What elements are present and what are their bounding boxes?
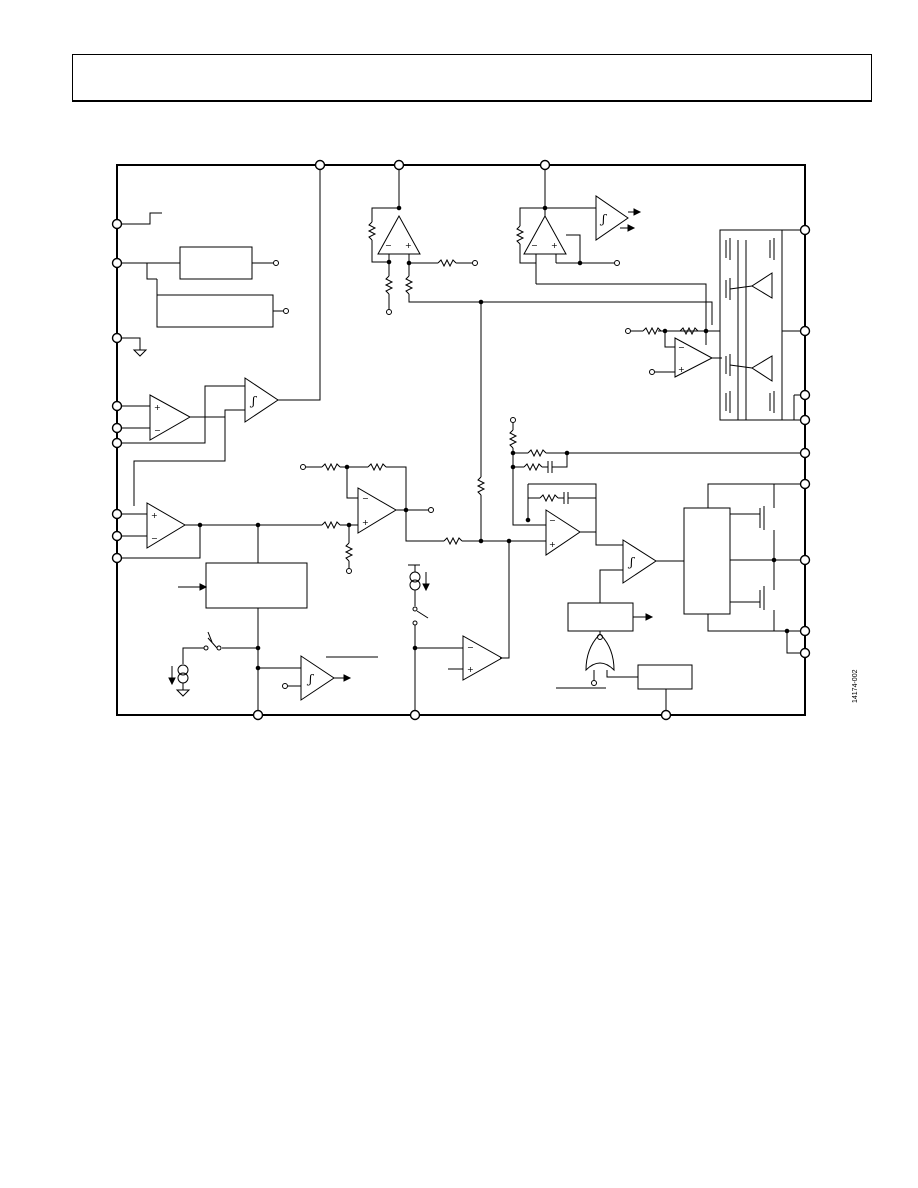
opamp-7 [545, 509, 581, 556]
driver-1 [751, 272, 773, 299]
pin-left-1 [111, 218, 123, 230]
svg-text:+: + [362, 518, 369, 527]
opamp-2 [146, 502, 186, 549]
pin-right-8 [799, 625, 811, 637]
opamp-3 [357, 487, 397, 534]
svg-text:−: − [467, 643, 474, 652]
opamp-6 [674, 337, 714, 378]
svg-text:+: + [467, 665, 474, 674]
svg-text:ʃ: ʃ [627, 555, 636, 569]
block-b [156, 294, 274, 328]
pin-bottom-3 [660, 709, 672, 721]
block-c [205, 562, 308, 609]
pin-left-2 [111, 257, 123, 269]
svg-text:ʃ: ʃ [249, 394, 258, 408]
block-a [179, 246, 253, 280]
pin-right-3 [799, 389, 811, 401]
pin-bottom-2 [409, 709, 421, 721]
opamp-1 [149, 394, 192, 441]
svg-text:−: − [531, 241, 538, 250]
pin-left-6 [111, 437, 123, 449]
opamp-4 [377, 214, 421, 255]
pin-top-3 [539, 159, 551, 171]
pin-right-1 [799, 224, 811, 236]
pin-left-9 [111, 552, 123, 564]
pin-right-6 [799, 478, 811, 490]
pin-top-1 [314, 159, 326, 171]
pin-top-2 [393, 159, 405, 171]
pin-left-5 [111, 422, 123, 434]
pin-right-2 [799, 325, 811, 337]
svg-text:+: + [549, 540, 556, 549]
pin-bottom-1 [252, 709, 264, 721]
pin-right-9 [799, 647, 811, 659]
pin-right-7 [799, 554, 811, 566]
svg-text:−: − [385, 241, 392, 250]
svg-text:ʃ: ʃ [599, 212, 608, 226]
nor-gate [585, 633, 615, 672]
pin-right-5 [799, 447, 811, 459]
schmitt-3 [595, 195, 629, 241]
svg-text:+: + [678, 365, 685, 374]
svg-text:+: + [551, 241, 558, 250]
driver-2 [751, 355, 773, 382]
pin-right-4 [799, 414, 811, 426]
bridge-area [719, 229, 783, 421]
schmitt-1 [244, 377, 279, 423]
svg-text:+: + [151, 511, 158, 520]
block-e [637, 664, 693, 690]
opamp-5 [523, 214, 567, 255]
pin-left-7 [111, 508, 123, 520]
pin-left-8 [111, 530, 123, 542]
block-f [683, 507, 731, 615]
block-d [567, 602, 634, 632]
svg-text:−: − [154, 426, 161, 435]
svg-text:ʃ: ʃ [306, 672, 315, 686]
svg-text:+: + [154, 403, 161, 412]
svg-text:−: − [678, 343, 685, 352]
opamp-8 [462, 635, 504, 681]
svg-text:−: − [549, 516, 556, 525]
pwm-comparator [622, 539, 657, 584]
svg-text:−: − [151, 534, 158, 543]
svg-text:+: + [405, 241, 412, 250]
pin-left-4 [111, 400, 123, 412]
schmitt-2 [300, 655, 335, 701]
pin-left-3 [111, 332, 123, 344]
svg-text:−: − [362, 494, 369, 503]
figure-id-label: 14174-002 [852, 669, 859, 703]
page-header-box [72, 54, 872, 102]
